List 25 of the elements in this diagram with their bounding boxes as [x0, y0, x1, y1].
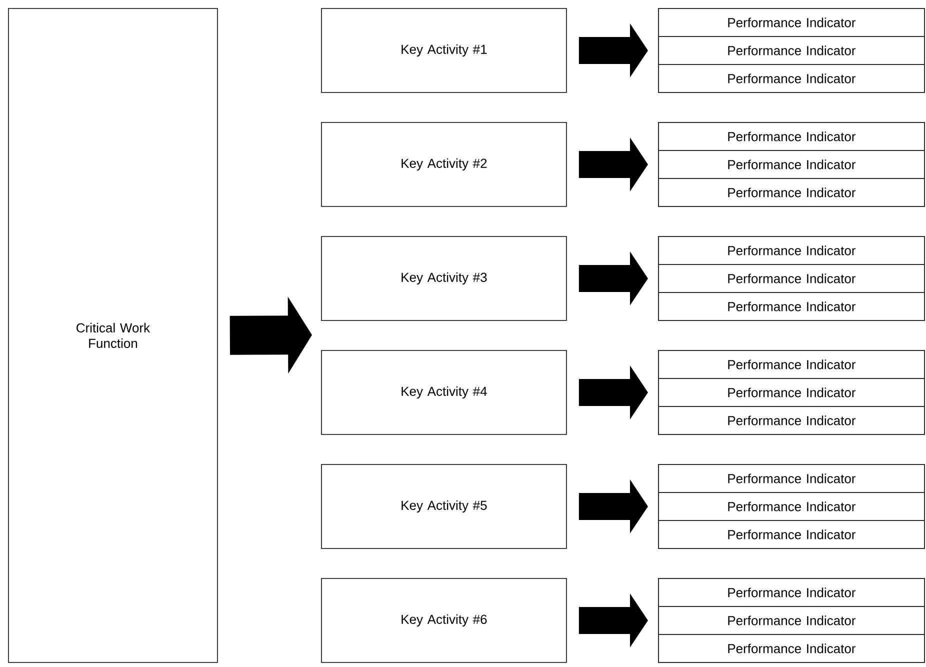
activity-box: Key Activity #2 — [321, 122, 567, 207]
indicator-row: Performance Indicator — [658, 634, 925, 663]
indicator-row: Performance Indicator — [658, 236, 925, 265]
indicator-row: Performance Indicator — [658, 122, 925, 151]
indicator-row: Performance Indicator — [658, 8, 925, 37]
activity-box: Key Activity #4 — [321, 350, 567, 435]
activity-box: Key Activity #5 — [321, 464, 567, 549]
indicator-row: Performance Indicator — [658, 36, 925, 65]
indicator-row: Performance Indicator — [658, 292, 925, 321]
indicator-row: Performance Indicator — [658, 350, 925, 379]
activity-box: Key Activity #3 — [321, 236, 567, 321]
indicator-row: Performance Indicator — [658, 264, 925, 293]
indicator-row: Performance Indicator — [658, 378, 925, 407]
indicator-row: Performance Indicator — [658, 64, 925, 93]
indicator-row: Performance Indicator — [658, 606, 925, 635]
indicator-row: Performance Indicator — [658, 178, 925, 207]
function-box: Critical Work Function — [8, 8, 218, 663]
activity-box: Key Activity #1 — [321, 8, 567, 93]
indicator-row: Performance Indicator — [658, 406, 925, 435]
indicator-row: Performance Indicator — [658, 520, 925, 549]
activity-box: Key Activity #6 — [321, 578, 567, 663]
indicator-row: Performance Indicator — [658, 464, 925, 493]
indicator-row: Performance Indicator — [658, 150, 925, 179]
indicator-row: Performance Indicator — [658, 578, 925, 607]
indicator-row: Performance Indicator — [658, 492, 925, 521]
